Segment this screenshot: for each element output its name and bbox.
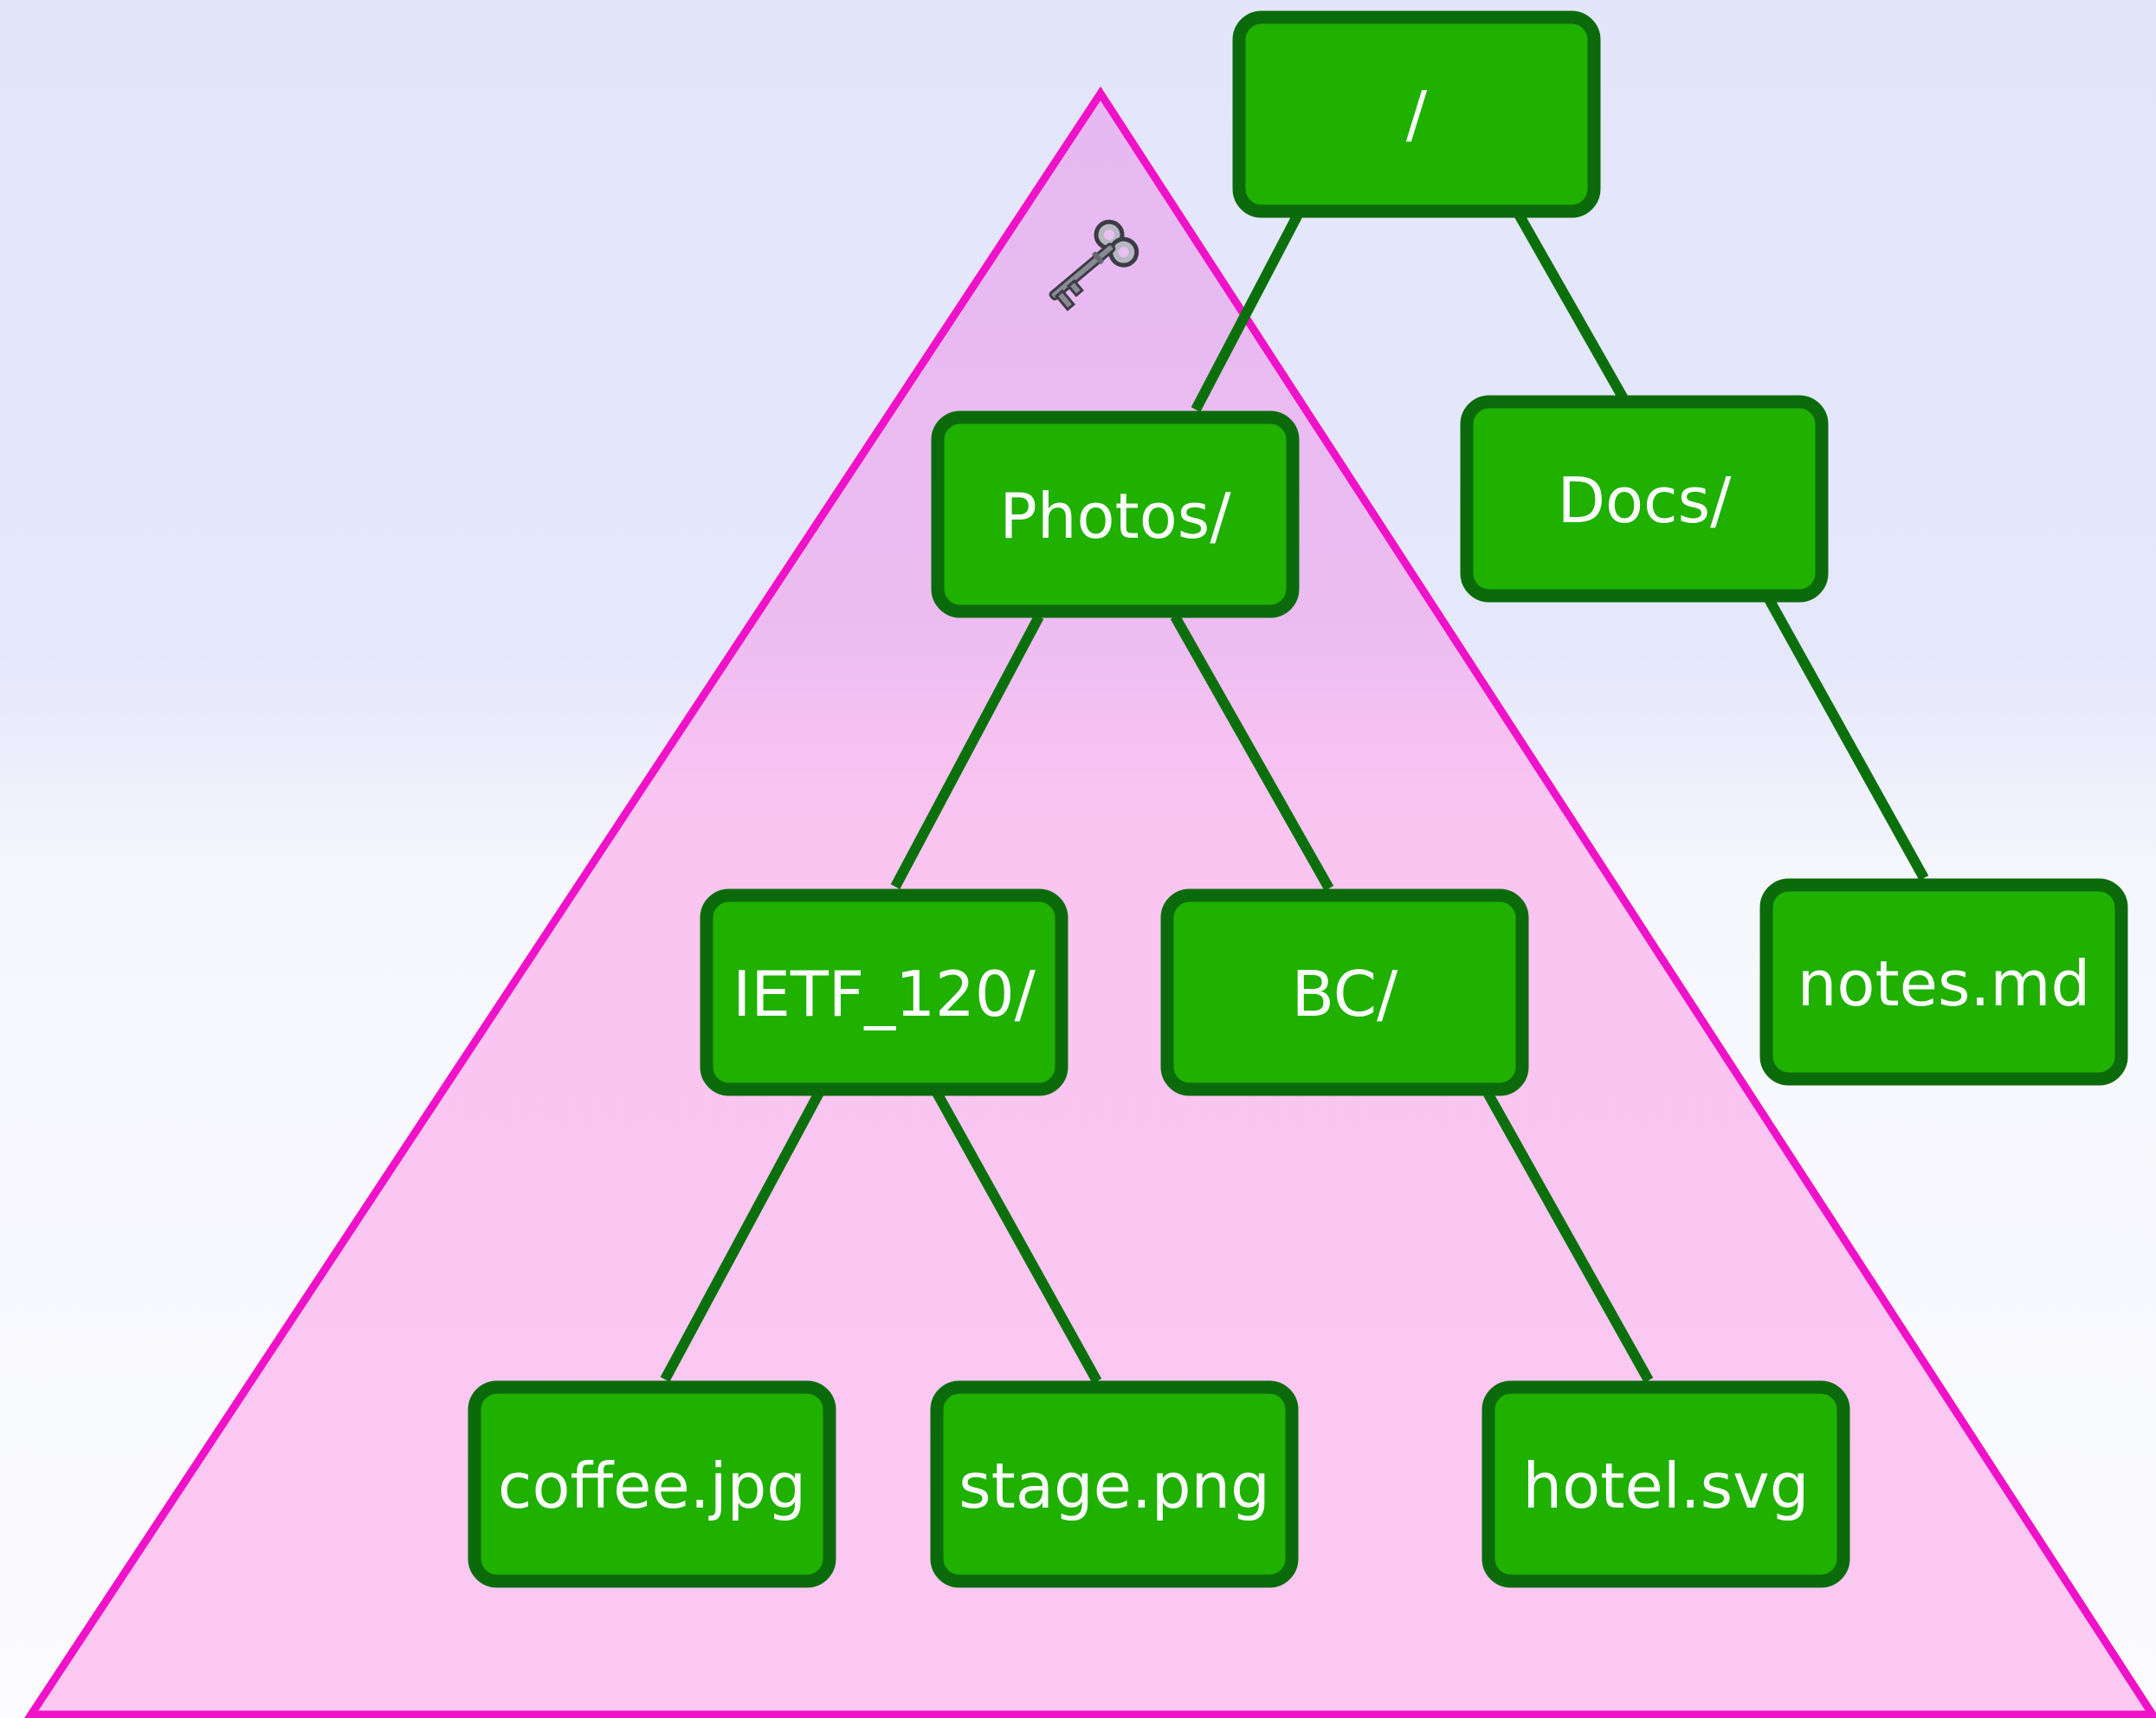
- node-label: hotel.svg: [1523, 1450, 1810, 1522]
- edge-docs-notes: [1764, 597, 1929, 881]
- node-label: Photos/: [999, 480, 1231, 552]
- edge-root-docs: [1512, 209, 1630, 403]
- node-notes-md[interactable]: notes.md: [1759, 878, 2128, 1086]
- node-box: [468, 1380, 836, 1588]
- node-label: coffee.jpg: [498, 1450, 806, 1522]
- node-box: [700, 888, 1068, 1096]
- node-coffee-jpg[interactable]: coffee.jpg: [468, 1380, 836, 1588]
- key-icon: [1049, 219, 1139, 312]
- edge-bc-hotel: [1482, 1090, 1654, 1383]
- node-bc[interactable]: BC/: [1160, 888, 1529, 1096]
- node-box: [931, 410, 1300, 618]
- node-root[interactable]: /: [1232, 10, 1601, 218]
- node-box: [1759, 878, 2128, 1086]
- edge-photos-ietf: [890, 614, 1044, 889]
- edge-root-photos: [1191, 209, 1305, 412]
- node-box: [1232, 10, 1601, 218]
- node-label: /: [1406, 78, 1428, 151]
- node-label: stage.png: [959, 1450, 1270, 1522]
- node-hotel-svg[interactable]: hotel.svg: [1481, 1380, 1850, 1588]
- node-box: [1160, 888, 1529, 1096]
- node-label: IETF_120/: [733, 958, 1036, 1030]
- edge-ietf-coffee: [660, 1090, 824, 1382]
- node-stage-png[interactable]: stage.png: [930, 1380, 1299, 1588]
- node-label: BC/: [1292, 958, 1398, 1030]
- node-ietf-120[interactable]: IETF_120/: [700, 888, 1068, 1096]
- node-label: notes.md: [1798, 947, 2090, 1020]
- node-box: [1481, 1380, 1850, 1588]
- node-photos[interactable]: Photos/: [931, 410, 1300, 618]
- edges: [660, 209, 1929, 1384]
- node-label: Docs/: [1558, 464, 1733, 537]
- node-box: [930, 1380, 1299, 1588]
- encrypted-subtree-triangle: [23, 86, 2156, 1718]
- edge-photos-bc: [1170, 614, 1334, 891]
- node-docs[interactable]: Docs/: [1460, 395, 1829, 603]
- node-box: [1460, 395, 1829, 603]
- edge-ietf-stage: [932, 1090, 1102, 1384]
